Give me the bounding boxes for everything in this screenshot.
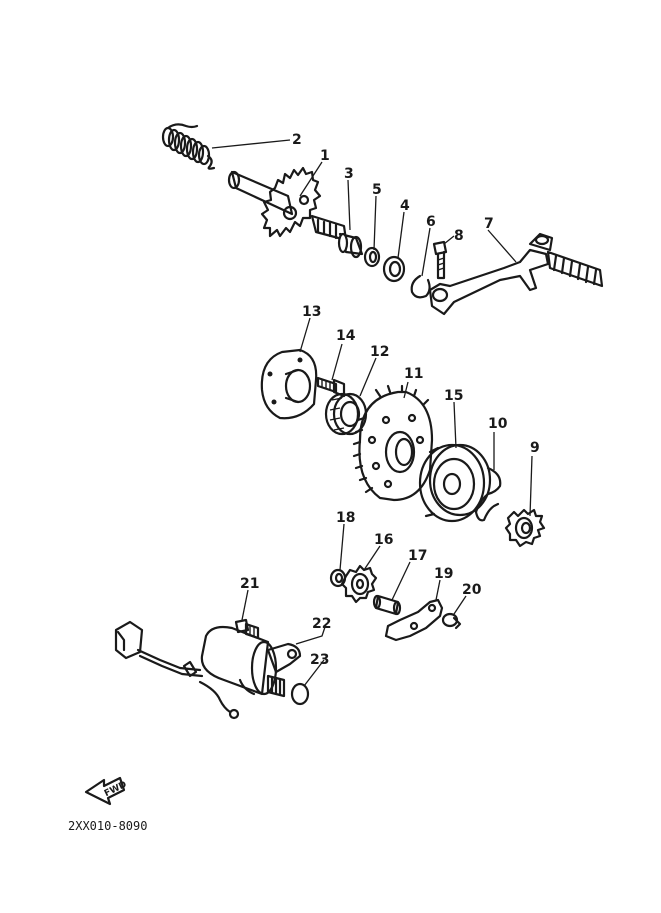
callout-10: 10: [488, 416, 508, 432]
part-10-clip: [474, 466, 502, 522]
part-21-bolt: [234, 618, 260, 640]
part-20-screw: [441, 612, 462, 630]
callout-7: 7: [484, 216, 494, 232]
callout-2: 2: [292, 132, 302, 148]
part-8-bolt: [432, 240, 448, 280]
part-19-bracket: [384, 598, 444, 642]
callout-1: 1: [320, 148, 330, 164]
callout-5: 5: [372, 182, 382, 198]
part-9-pinion-gear: [504, 508, 546, 548]
callout-12: 12: [370, 344, 389, 360]
drawing-code: 2XX010-8090: [68, 819, 147, 833]
callout-18: 18: [336, 510, 355, 526]
part-5-washer: [363, 246, 381, 268]
leader-lines: [211, 139, 533, 687]
part-7-kick-crank: [428, 232, 604, 316]
part-23-o-ring: [290, 682, 310, 706]
callout-4: 4: [400, 198, 410, 214]
fwd-label: FWD: [103, 780, 129, 799]
part-1-kick-shaft: [227, 166, 348, 242]
callout-22: 22: [312, 616, 331, 632]
callout-16: 16: [374, 532, 393, 548]
part-3-collar: [337, 232, 364, 259]
callout-15: 15: [444, 388, 463, 404]
callout-19: 19: [434, 566, 453, 582]
part-4-oil-seal: [382, 255, 406, 283]
callout-23: 23: [310, 652, 329, 668]
part-13-plate: [260, 348, 318, 420]
callout-20: 20: [462, 582, 482, 598]
part-16-idler-gear: [340, 564, 378, 604]
callout-11: 11: [404, 366, 423, 382]
callout-3: 3: [344, 166, 354, 182]
part-2-kick-spring: [161, 123, 216, 170]
part-17-shaft: [372, 594, 402, 616]
part-15-clutch-drum: [418, 443, 492, 523]
callout-14: 14: [336, 328, 356, 344]
callout-9: 9: [530, 440, 540, 456]
callout-17: 17: [408, 548, 427, 564]
callout-21: 21: [240, 576, 259, 592]
callout-13: 13: [302, 304, 321, 320]
callout-6: 6: [426, 214, 436, 230]
part-22-starter-motor: [114, 620, 302, 720]
part-6-circlip: [410, 274, 431, 299]
forward-direction-arrow-icon: FWD: [84, 776, 129, 806]
callout-numbers: 1 2 3 4 5 6 7 8 9 10 11 12 13 14 15 16 1…: [240, 132, 540, 668]
callout-8: 8: [454, 228, 464, 244]
